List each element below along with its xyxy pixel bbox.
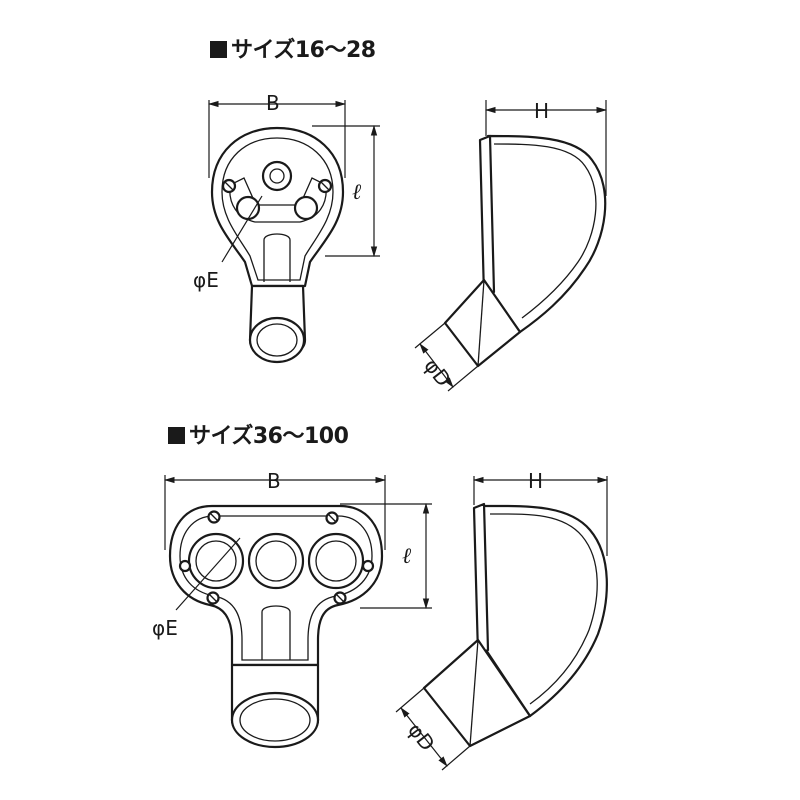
label-h-large: H <box>528 469 543 493</box>
dimension-d-small <box>419 343 454 388</box>
label-l-small: ℓ <box>352 180 362 205</box>
small-pipe <box>443 278 522 368</box>
label-b-small: B <box>266 91 280 115</box>
screw-icon <box>325 511 339 525</box>
large-cap <box>480 504 608 718</box>
screw-icon <box>207 510 221 524</box>
heading-large-size: サイズ36～100 <box>168 418 349 450</box>
heading-small-size: サイズ16～28 <box>210 32 376 64</box>
dimension-d-large <box>400 707 448 767</box>
small-body-outline <box>210 126 345 288</box>
black-square-icon <box>168 427 185 444</box>
screw-icon <box>178 559 192 573</box>
large-side-view: H φD <box>395 469 609 771</box>
screw-icon <box>333 591 347 605</box>
heading-large-size-text: サイズ36～100 <box>189 424 349 449</box>
large-pipe <box>422 638 532 748</box>
label-h-small: H <box>534 99 549 123</box>
heading-small-size-text: サイズ16～28 <box>231 38 376 63</box>
label-phi-d-small: φD <box>419 354 456 391</box>
screw-icon <box>317 178 333 194</box>
label-phi-e-large: φE <box>152 616 178 640</box>
label-l-large: ℓ <box>402 544 412 569</box>
screw-icon <box>221 178 237 194</box>
small-side-view: H φD <box>414 99 608 392</box>
small-front-view: φE B ℓ <box>193 91 380 364</box>
black-square-icon <box>210 41 227 58</box>
label-phi-e-small: φE <box>193 268 219 292</box>
small-cap <box>486 134 607 334</box>
label-b-large: B <box>267 469 281 493</box>
screw-icon <box>206 591 220 605</box>
large-front-view: B ℓ φE <box>152 469 432 749</box>
screw-icon <box>361 559 375 573</box>
